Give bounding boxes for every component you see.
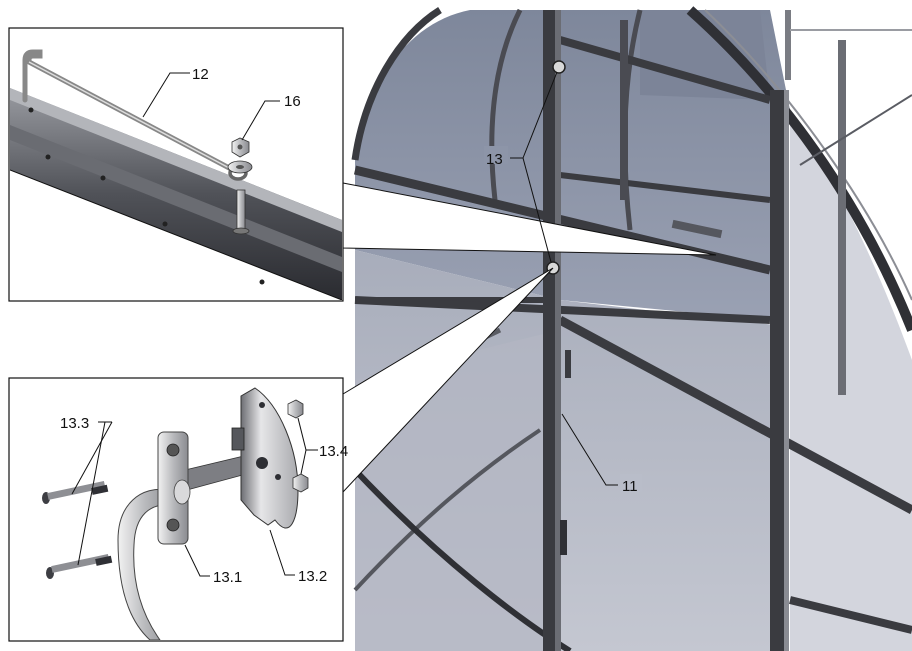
- lock-screw-hole: [259, 402, 265, 408]
- lock-screw-hole: [275, 474, 281, 480]
- label-13.4: 13.4: [319, 443, 348, 460]
- handle-boss: [173, 479, 191, 505]
- window-frame-post: [620, 20, 628, 200]
- leader-12: [142, 72, 190, 118]
- label-16: 16: [284, 93, 301, 110]
- greenhouse-view: [351, 6, 912, 651]
- screw-upper: [42, 481, 109, 504]
- back-post: [838, 40, 846, 395]
- back-post: [785, 10, 791, 80]
- side-glass-panel: [790, 110, 912, 651]
- lock-nut-upper: [287, 399, 304, 419]
- door-frame-right-post: [770, 90, 786, 651]
- hex-nut-hole: [237, 144, 243, 150]
- bottom-inset: 13.3 13.4 13.1 13.2: [8, 377, 348, 642]
- leader-11: [561, 413, 618, 486]
- label-13.2: 13.2: [298, 568, 327, 585]
- rail-hole: [28, 107, 34, 113]
- leader-13.3-lower: [77, 421, 106, 566]
- screw-lower: [46, 554, 113, 579]
- label-13.3: 13.3: [60, 415, 89, 432]
- rail-hole: [100, 175, 106, 181]
- washer-hole: [236, 165, 244, 169]
- label-13.1: 13.1: [213, 569, 242, 586]
- leader-13.2: [269, 529, 295, 576]
- window-stay-bar: [671, 219, 723, 239]
- door-frame-left-post: [543, 10, 557, 651]
- label-13: 13: [486, 151, 503, 168]
- lever-handle: [117, 488, 173, 640]
- purlin: [354, 296, 771, 324]
- lock-nut-lower: [292, 473, 309, 493]
- threaded-stud: [236, 189, 246, 231]
- door-frame-right-post-highlight: [784, 90, 789, 651]
- leader-13-lower: [522, 157, 552, 263]
- leader-16: [241, 100, 280, 141]
- purlin: [558, 36, 772, 104]
- main-leaders: 13 11: [484, 71, 642, 495]
- rail-hole: [259, 279, 265, 285]
- leader-13.3-upper: [71, 421, 113, 495]
- door-frame-left-post-highlight: [555, 10, 561, 651]
- purlin: [789, 596, 912, 634]
- hinge: [560, 520, 567, 555]
- label-11: 11: [622, 478, 638, 495]
- leader-13.4-upper: [297, 417, 307, 451]
- leader-13.4-lower: [300, 449, 307, 475]
- lock-latch-bolt: [231, 427, 245, 451]
- back-rail: [799, 94, 912, 166]
- upper-latch-point: [552, 60, 566, 74]
- roof-arch-rib-front: [353, 428, 542, 592]
- lock-spindle-hole: [256, 457, 268, 469]
- rail-hole: [162, 221, 168, 227]
- leader-13.1: [184, 544, 210, 577]
- rail-edge: [10, 169, 342, 300]
- label-12: 12: [192, 66, 209, 83]
- aluminium-rail-groove: [10, 125, 342, 272]
- rose-screw-hole-bottom: [166, 518, 180, 532]
- back-glass-panel: [640, 10, 770, 100]
- purlin: [559, 172, 771, 203]
- roof-arch-rib: [489, 8, 523, 201]
- roof-arch-rib: [351, 7, 442, 161]
- callout-wedges: [342, 182, 717, 494]
- rose-screw-hole-top: [166, 443, 180, 457]
- aluminium-rail-top: [10, 88, 342, 232]
- label-11-bg: [620, 474, 642, 492]
- label-13-bg: [484, 146, 508, 164]
- hook-rod-highlight: [28, 61, 234, 171]
- stud-base: [232, 227, 250, 235]
- hook-rod: [22, 49, 236, 173]
- door-handle-small: [565, 350, 571, 378]
- roof-arch-rib-outer: [686, 6, 912, 332]
- purlin: [557, 316, 912, 514]
- rail-hole: [45, 154, 51, 160]
- top-inset: 12 16: [8, 27, 344, 302]
- leader-13-upper: [522, 71, 558, 159]
